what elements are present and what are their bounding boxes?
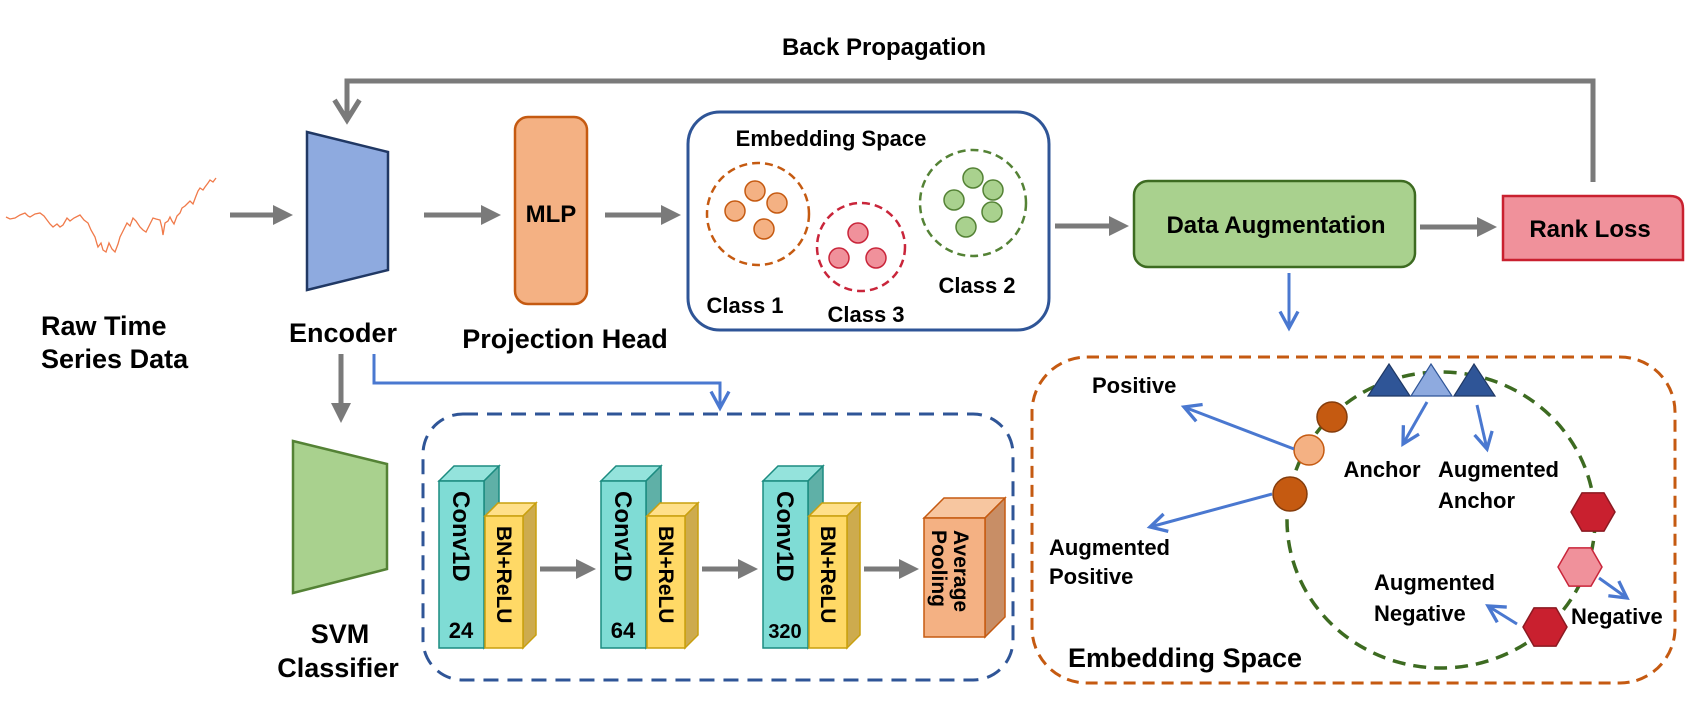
augmented-anchor-label-line1: Augmented [1438, 457, 1559, 482]
raw-time-series [5, 177, 217, 254]
bn-side-face [846, 501, 861, 650]
class-2-point [962, 167, 984, 189]
arrow-to-augmented-anchor-label [1473, 404, 1494, 453]
raw-time-series-label-line1: Raw Time [41, 311, 167, 341]
raw-time-series-label-line2: Series Data [41, 344, 189, 374]
embedding-space-title: Embedding Space [736, 126, 927, 151]
conv-front-face [438, 480, 485, 649]
svm-classifier-shape [291, 439, 389, 595]
augmented-negative-label-line2: Negative [1374, 601, 1466, 626]
mlp-label: MLP [526, 201, 577, 228]
augmented-positive-label-line1: Augmented [1049, 535, 1170, 560]
back-propagation-arrow [332, 78, 1596, 182]
augmented-positive-label-line2: Positive [1049, 564, 1133, 589]
bn-front-face [646, 515, 686, 649]
arrow-to-negative-label [1598, 576, 1630, 601]
conv-block: Conv1D 320 BN+ReLU [761, 464, 862, 650]
arrow-to-augmented-negative-label [1485, 604, 1518, 626]
data-augmentation-block [1132, 179, 1417, 269]
bn-front-face [484, 515, 524, 649]
bn-side-face [684, 501, 699, 650]
conv-front-face [600, 480, 647, 649]
anchor-positive-sample [1293, 434, 1325, 466]
projection-head-label: Projection Head [462, 324, 668, 354]
arrow-encoder-to-detail [372, 354, 731, 412]
data-augmentation-label: Data Augmentation [1166, 212, 1385, 239]
back-propagation-label: Back Propagation [782, 34, 986, 61]
triplet-embedding-space-title: Embedding Space [1068, 643, 1302, 673]
bn-relu-label: BN+ReLU [654, 526, 677, 623]
pooling-label-line2: Pooling [927, 530, 950, 607]
bn-side-face [522, 501, 537, 650]
average-pooling-block: Average Pooling [922, 496, 1007, 639]
anchor-triangle [1409, 362, 1454, 397]
negative-hexagon [1557, 547, 1603, 587]
time-series-line [5, 177, 217, 254]
class-1-cluster [705, 161, 811, 267]
augmented-positive-sample [1272, 476, 1308, 512]
class-2-point [955, 216, 977, 238]
augmented-negative-hexagon [1522, 607, 1568, 647]
augmented-anchor-label-line2: Anchor [1438, 488, 1515, 513]
positive-label: Positive [1092, 373, 1176, 398]
anchor-label: Anchor [1344, 457, 1421, 482]
rank-loss-label: Rank Loss [1529, 216, 1650, 243]
class-2-point [982, 179, 1004, 201]
mlp-block [513, 115, 589, 306]
conv-channels: 24 [449, 618, 474, 643]
conv-front-face [762, 480, 809, 649]
class-2-point [943, 189, 965, 211]
class-3-point [847, 222, 869, 244]
augmented-negative-label-line1: Augmented [1374, 570, 1495, 595]
classifier-label: Classifier [277, 653, 399, 683]
conv-block: Conv1D 64 BN+ReLU [599, 464, 700, 650]
bn-relu-label: BN+ReLU [492, 526, 515, 623]
class-3-point [865, 247, 887, 269]
class-1-point [724, 200, 746, 222]
class-1-point [744, 180, 766, 202]
conv-block: Conv1D 24 BN+ReLU [437, 464, 538, 650]
augmented-anchor-triangle [1452, 362, 1497, 397]
encoder-detail-box [421, 412, 1015, 682]
bn-front-face [808, 515, 848, 649]
pooling-front-face [923, 517, 986, 638]
anchor-triangle-left [1366, 362, 1412, 397]
arrow-to-augmented-positive-label [1146, 492, 1273, 533]
svm-label: SVM [311, 619, 370, 649]
positive-sample [1316, 401, 1348, 433]
class-2-label: Class 2 [938, 273, 1015, 298]
negative-label: Negative [1571, 604, 1663, 629]
rank-loss-block [1501, 194, 1685, 262]
class-2-cluster [918, 148, 1028, 258]
arrow-to-positive-label [1180, 402, 1295, 451]
conv-blocks: Conv1D 24 BN+ReLU Conv1D 64 BN+ReLU Co [437, 464, 1007, 650]
class-1-point [753, 218, 775, 240]
triplet-embedding-space-box [1030, 355, 1677, 685]
bn-relu-label: BN+ReLU [816, 526, 839, 623]
conv-label: Conv1D [609, 491, 636, 582]
class-3-label: Class 3 [827, 302, 904, 327]
class-2-point [981, 201, 1003, 223]
class-3-point [828, 247, 850, 269]
pooling-side-face [984, 496, 1006, 639]
class-3-cluster [815, 201, 907, 293]
conv-channels: 64 [611, 618, 636, 643]
pooling-label-line1: Average [949, 530, 972, 612]
negative-sample-hexagon [1570, 492, 1616, 532]
arrow-to-anchor-label [1401, 401, 1429, 447]
encoder-label: Encoder [289, 318, 398, 348]
conv-channels: 320 [768, 621, 801, 643]
conv-label: Conv1D [447, 491, 474, 582]
class-1-point [766, 192, 788, 214]
encoder-shape [305, 130, 390, 292]
class-1-label: Class 1 [706, 293, 783, 318]
conv-label: Conv1D [771, 491, 798, 582]
